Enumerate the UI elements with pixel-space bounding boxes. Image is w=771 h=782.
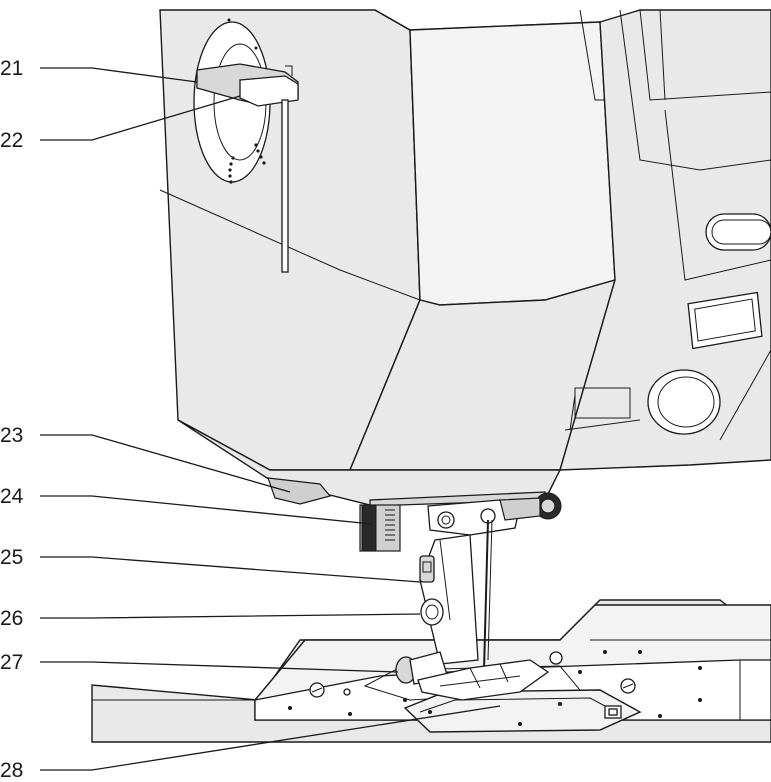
callout-21: 21 [0, 57, 23, 80]
presser-foot-screw [420, 598, 444, 626]
round-button [647, 369, 721, 435]
callout-leaders [40, 67, 501, 771]
callout-22: 22 [0, 129, 23, 152]
callout-28: 28 [0, 759, 23, 782]
tension-dial [193, 18, 299, 273]
callout-24: 24 [0, 485, 24, 508]
callout-23: 23 [0, 424, 23, 447]
top-right-button [705, 213, 771, 251]
callout-labels: 21 22 23 24 25 26 27 28 [0, 57, 24, 782]
callout-27: 27 [0, 651, 23, 674]
presser-foot-lever [267, 477, 332, 505]
side-button [687, 291, 763, 350]
needle-area [267, 477, 562, 701]
needle [483, 519, 489, 671]
thread-guide-rod [281, 99, 289, 273]
presser-foot [417, 659, 550, 701]
callout-25: 25 [0, 546, 23, 569]
callout-26: 26 [0, 607, 23, 630]
